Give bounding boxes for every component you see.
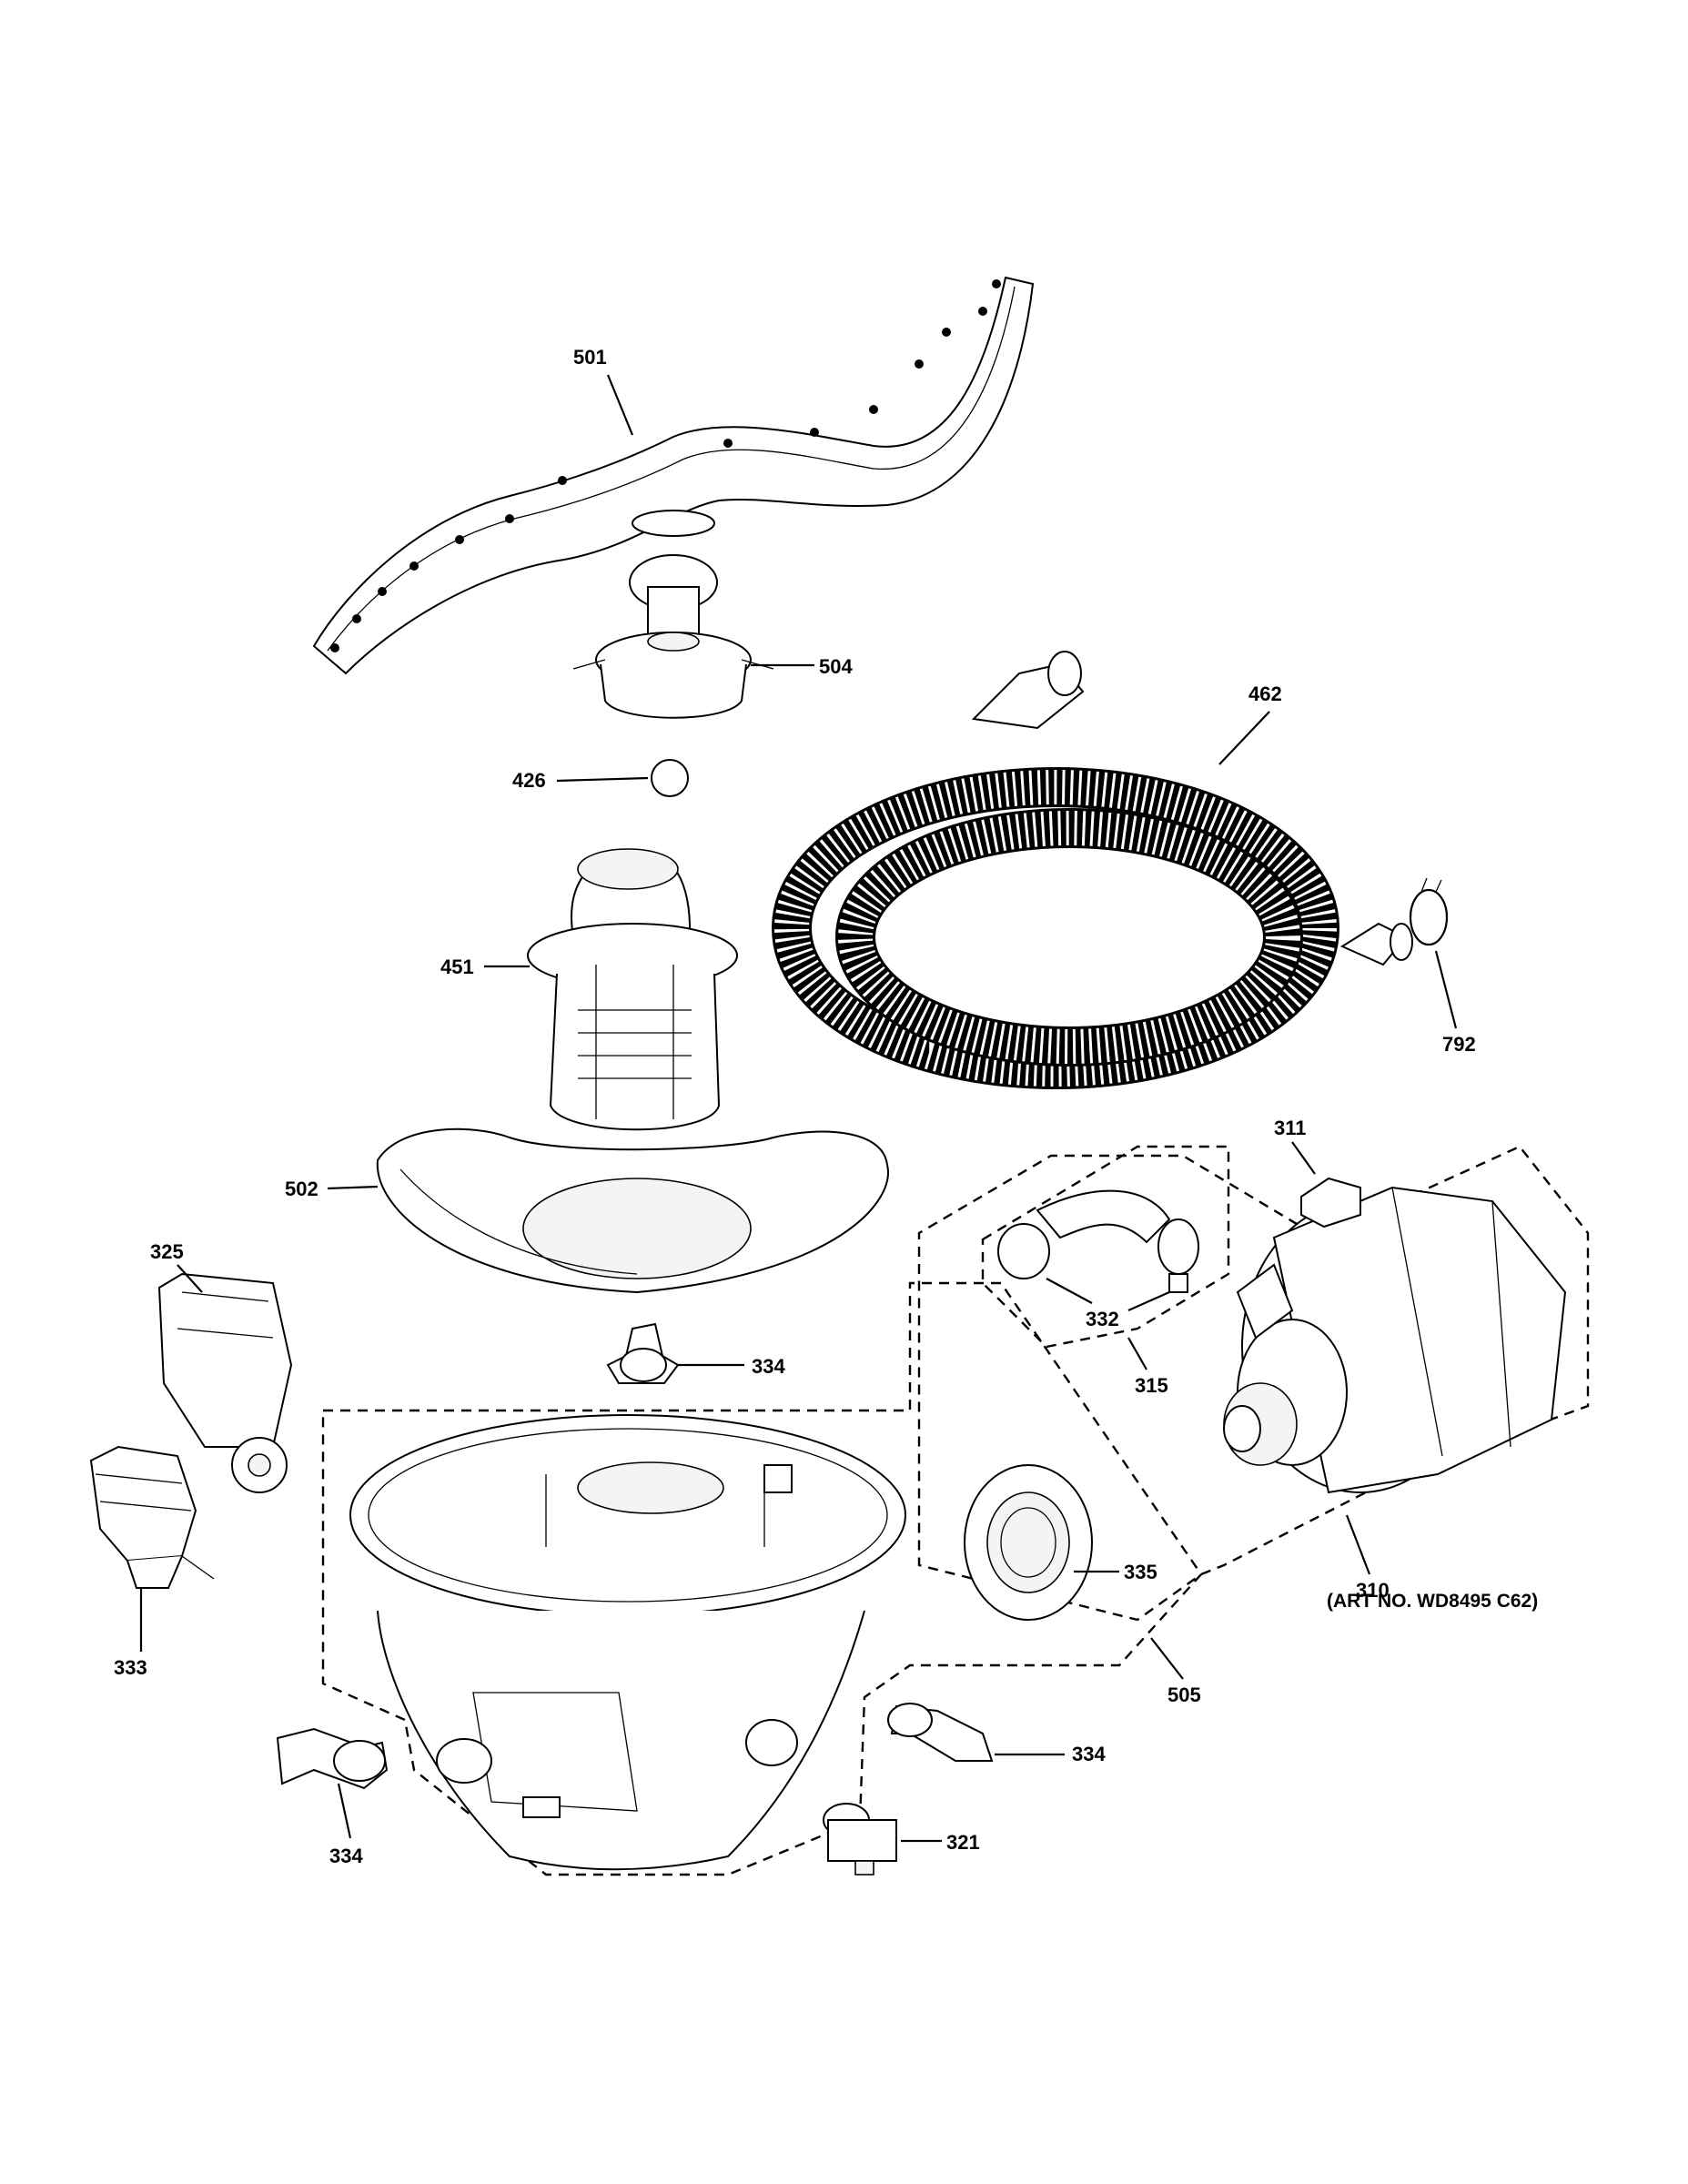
group-outline-310 xyxy=(917,1145,1590,1622)
label-501: 501 xyxy=(573,346,607,369)
turbidity-sensor-part xyxy=(823,1803,897,1876)
label-310: 310 xyxy=(1356,1579,1390,1602)
group-outline-505 xyxy=(321,1281,1203,1876)
filter-assembly-part xyxy=(527,848,738,1131)
hose-connector-part xyxy=(997,1189,1199,1293)
pump-motor-part xyxy=(1223,1186,1567,1494)
group-outline-315 xyxy=(981,1145,1230,1349)
label-462: 462 xyxy=(1248,682,1282,705)
label-334-top: 334 xyxy=(752,1355,785,1378)
label-333: 333 xyxy=(114,1656,147,1679)
gasket-part xyxy=(1300,1177,1361,1228)
diverter-motor-part xyxy=(157,1272,293,1493)
hose-clamp-part xyxy=(1409,877,1449,946)
clip-part-top xyxy=(606,1322,680,1384)
art-number-caption: (ART NO. WD8495 C62) xyxy=(1327,1591,1539,1612)
label-335: 335 xyxy=(1124,1561,1157,1583)
spray-arm-part xyxy=(312,276,1035,675)
label-505: 505 xyxy=(1167,1684,1201,1706)
label-334-left: 334 xyxy=(329,1845,363,1867)
label-792: 792 xyxy=(1442,1033,1476,1056)
spray-arm-nozzles xyxy=(330,279,1001,652)
label-311: 311 xyxy=(1274,1117,1307,1139)
clip-part-left xyxy=(276,1727,389,1790)
label-451: 451 xyxy=(440,956,474,978)
drain-hose-part xyxy=(772,651,1413,1089)
actuator-part xyxy=(89,1445,215,1589)
label-426: 426 xyxy=(512,769,546,792)
label-504: 504 xyxy=(819,655,853,678)
clip-part-right xyxy=(887,1703,994,1762)
fine-filter-part xyxy=(376,1127,889,1294)
label-334-right: 334 xyxy=(1072,1743,1106,1765)
label-321: 321 xyxy=(946,1831,980,1854)
label-332: 332 xyxy=(1086,1308,1119,1330)
sump-housing-part xyxy=(349,1414,906,1871)
spray-arm-hub-part xyxy=(572,554,774,719)
label-502: 502 xyxy=(285,1178,318,1200)
label-315: 315 xyxy=(1135,1374,1168,1397)
label-325: 325 xyxy=(150,1240,184,1263)
seal-part xyxy=(964,1464,1093,1621)
check-ball-part xyxy=(651,759,689,797)
